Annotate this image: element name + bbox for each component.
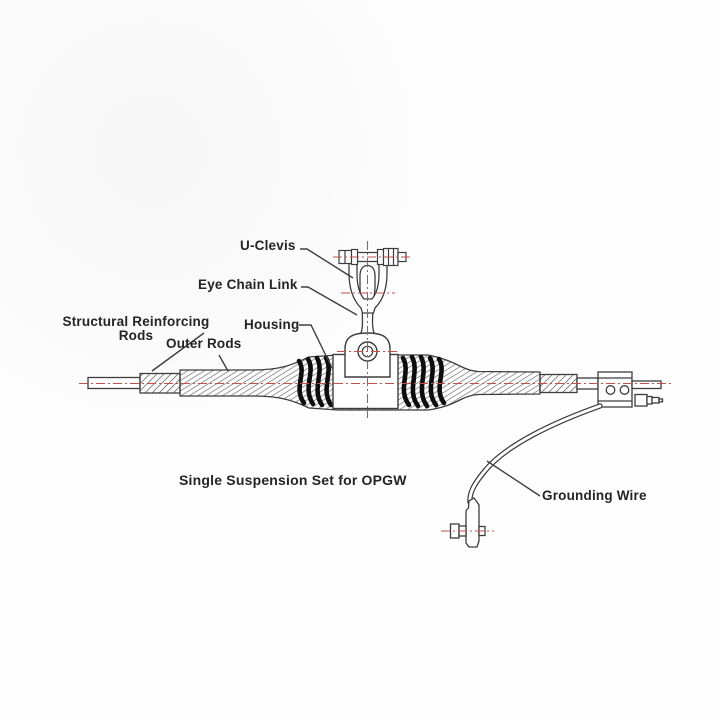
diagram-title: Single Suspension Set for OPGW	[179, 472, 407, 488]
centerlines	[79, 241, 672, 532]
label-structural-line2: Rods	[118, 328, 154, 343]
leader-lines	[151, 248, 541, 497]
label-grounding-wire: Grounding Wire	[542, 488, 647, 503]
label-eye-chain-link: Eye Chain Link	[198, 277, 298, 292]
grounding-wire-drawing	[467, 403, 603, 505]
right-clamp-drawing	[576, 371, 664, 408]
grounding-terminal-drawing	[449, 497, 486, 548]
label-housing: Housing	[244, 317, 300, 332]
label-u-clevis: U-Clevis	[240, 238, 296, 253]
helical-armor-rods	[296, 354, 447, 409]
label-structural-line1: Structural Reinforcing	[62, 314, 210, 329]
label-structural-reinforcing-rods: Structural Reinforcing Rods	[54, 315, 218, 343]
label-outer-rods: Outer Rods	[166, 336, 242, 351]
